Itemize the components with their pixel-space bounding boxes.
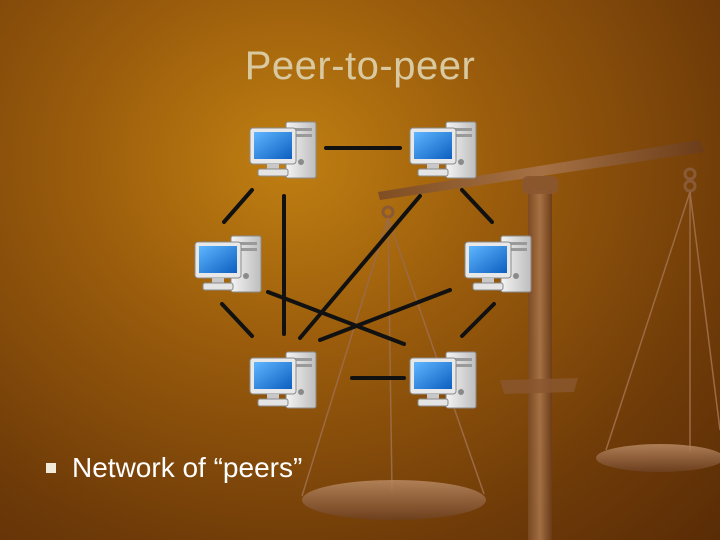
computer-bottom-right [409, 351, 477, 409]
computer-top-right [409, 121, 477, 179]
link-ml-br [266, 290, 406, 346]
computer-bottom-left [249, 351, 317, 409]
bullet-text: Network of “peers” [72, 452, 303, 483]
link-tl-ml [222, 188, 254, 224]
computer-middle-right [464, 235, 532, 293]
link-tr-mr [460, 188, 494, 224]
bullet-list-item: Network of “peers” [46, 452, 302, 484]
link-tr-bl [298, 194, 422, 340]
bullet-square-icon [46, 463, 56, 473]
link-mr-bl [318, 288, 452, 342]
computer-middle-left [194, 235, 262, 293]
slide-title: Peer-to-peer [244, 44, 476, 88]
link-mr-br [460, 302, 496, 338]
computer-top-left [249, 121, 317, 179]
link-ml-bl [220, 302, 254, 338]
